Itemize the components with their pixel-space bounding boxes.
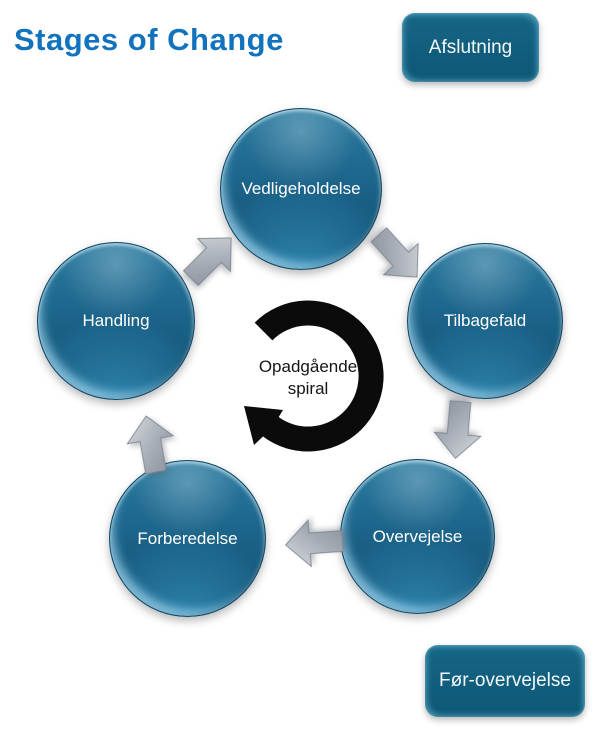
stage-overvejelse[interactable]: Overvejelse bbox=[340, 459, 495, 614]
spiral-label-line1: Opadgående bbox=[258, 357, 358, 376]
stage-label: Vedligeholdelse bbox=[241, 179, 361, 198]
arrow-vedligeholdelse-to-tilbagefald bbox=[353, 211, 443, 301]
upward-spiral-arrow bbox=[223, 291, 393, 461]
arrow-tilbagefald-to-overvejelse bbox=[423, 395, 492, 464]
for-overvejelse-button-label: Før-overvejelse bbox=[439, 670, 571, 691]
page-title: Stages of Change bbox=[14, 22, 284, 57]
afslutning-button[interactable]: Afslutning bbox=[402, 13, 539, 82]
stage-handling[interactable]: Handling bbox=[37, 242, 195, 400]
block-arrow-icon bbox=[182, 237, 232, 287]
stage-forberedelse[interactable]: Forberedelse bbox=[109, 460, 266, 617]
stage-label: Tilbagefald bbox=[443, 311, 527, 330]
stage-label: Handling bbox=[82, 311, 150, 330]
arrow-overvejelse-to-forberedelse bbox=[280, 509, 348, 577]
block-arrow-icon bbox=[370, 227, 419, 278]
spiral-center-label: Opadgående spiral bbox=[233, 356, 383, 400]
afslutning-button-label: Afslutning bbox=[428, 36, 513, 58]
stage-vedligeholdelse[interactable]: Vedligeholdelse bbox=[220, 108, 382, 270]
stage-label: Overvejelse bbox=[372, 526, 463, 546]
stage-label: Forberedelse bbox=[137, 528, 238, 548]
block-arrow-icon bbox=[126, 415, 175, 475]
for-overvejelse-button[interactable]: Før-overvejelse bbox=[425, 645, 585, 717]
arrow-handling-to-vedligeholdelse bbox=[166, 213, 257, 304]
circular-arrow-icon bbox=[244, 300, 384, 452]
block-arrow-icon bbox=[433, 400, 482, 459]
stage-tilbagefald[interactable]: Tilbagefald bbox=[407, 243, 563, 399]
arrow-forberedelse-to-handling bbox=[114, 407, 188, 481]
spiral-label-line2: spiral bbox=[287, 379, 329, 398]
block-arrow-icon bbox=[285, 519, 344, 568]
